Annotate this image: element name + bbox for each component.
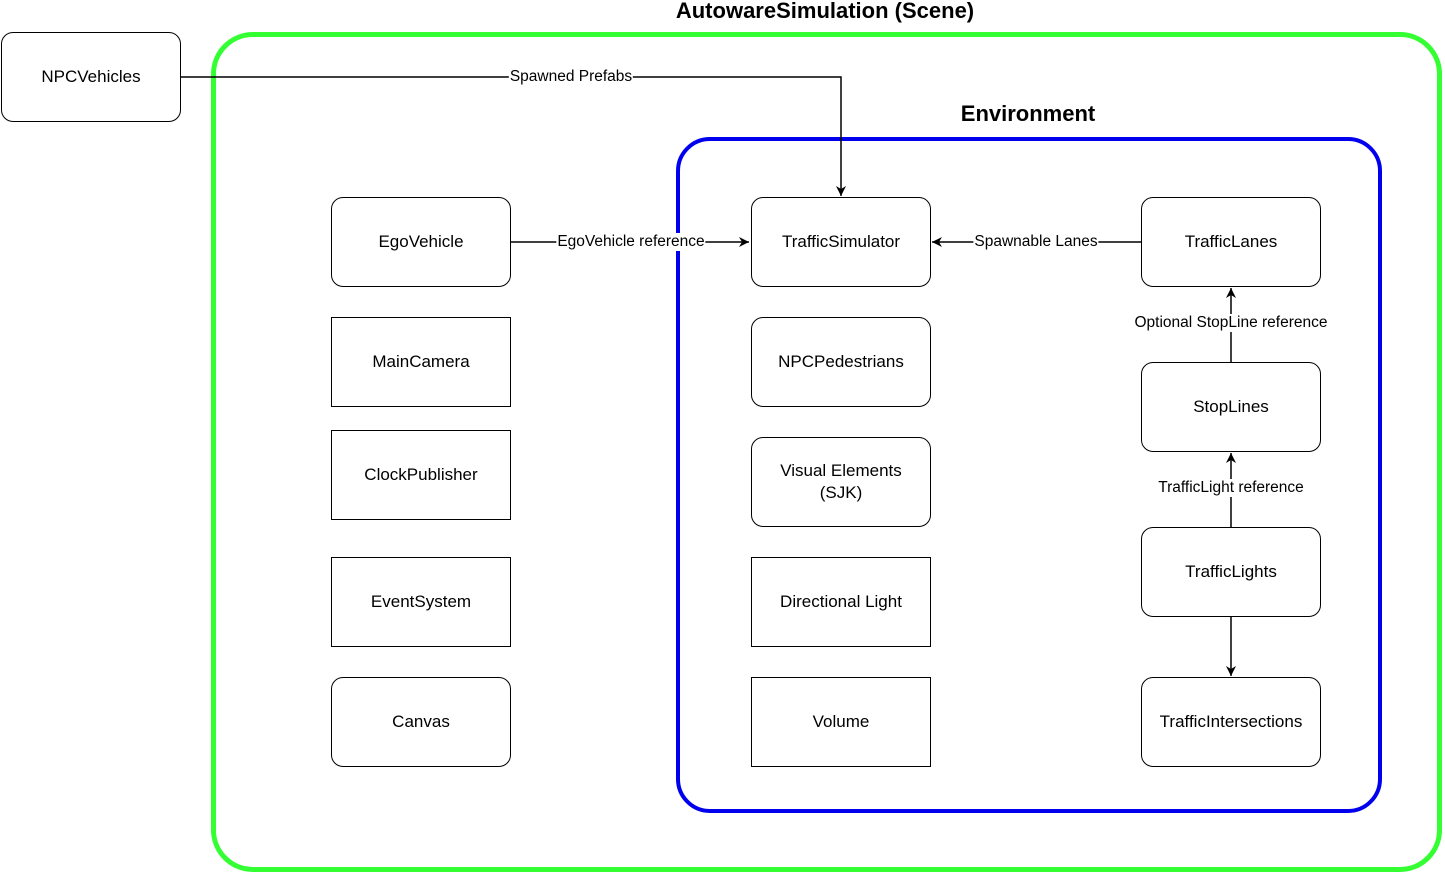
trafficlight-reference-label: TrafficLight reference bbox=[1157, 479, 1305, 497]
canvas-node[interactable]: Canvas bbox=[331, 677, 511, 767]
event-system-node[interactable]: EventSystem bbox=[331, 557, 511, 647]
npc-vehicles-node[interactable]: NPCVehicles bbox=[1, 32, 181, 122]
ego-vehicle-node[interactable]: EgoVehicle bbox=[331, 197, 511, 287]
main-camera-node[interactable]: MainCamera bbox=[331, 317, 511, 407]
environment-container bbox=[676, 137, 1382, 813]
directional-light-node[interactable]: Directional Light bbox=[751, 557, 931, 647]
optional-stopline-reference-label: Optional StopLine reference bbox=[1133, 314, 1329, 332]
traffic-intersections-node[interactable]: TrafficIntersections bbox=[1141, 677, 1321, 767]
traffic-lights-node[interactable]: TrafficLights bbox=[1141, 527, 1321, 617]
edge-spawned-prefabs bbox=[181, 76, 846, 196]
spawned-prefabs-label: Spawned Prefabs bbox=[508, 68, 634, 86]
spawnable-lanes-label: Spawnable Lanes bbox=[973, 233, 1099, 251]
stop-lines-node[interactable]: StopLines bbox=[1141, 362, 1321, 452]
environment-title: Environment bbox=[960, 101, 1096, 126]
traffic-lanes-node[interactable]: TrafficLanes bbox=[1141, 197, 1321, 287]
egovehicle-reference-label: EgoVehicle reference bbox=[556, 233, 706, 251]
traffic-simulator-node[interactable]: TrafficSimulator bbox=[751, 197, 931, 287]
scene-title: AutowareSimulation (Scene) bbox=[675, 0, 975, 23]
volume-node[interactable]: Volume bbox=[751, 677, 931, 767]
visual-elements-node[interactable]: Visual Elements (SJK) bbox=[751, 437, 931, 527]
scene-container bbox=[211, 32, 1442, 872]
clock-publisher-node[interactable]: ClockPublisher bbox=[331, 430, 511, 520]
npc-pedestrians-node[interactable]: NPCPedestrians bbox=[751, 317, 931, 407]
